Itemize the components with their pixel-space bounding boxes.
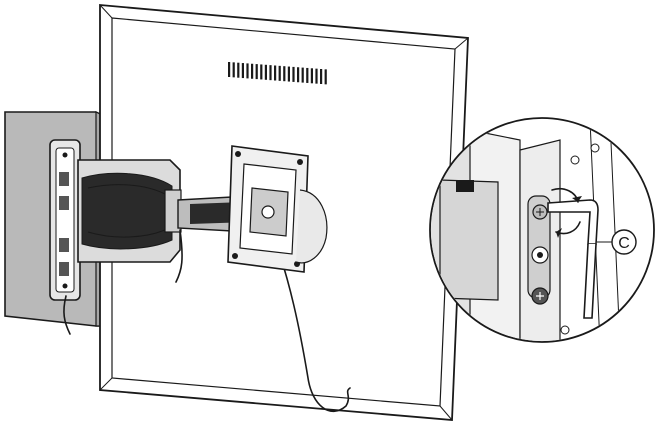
vent-slot [264,64,267,80]
vent-slot [301,67,304,83]
vent-slot [287,66,290,82]
vent-slot [297,67,300,83]
vent-slot [246,63,249,79]
vent-slot [241,63,244,79]
vent-slot [237,62,240,78]
vent-slot [228,62,231,77]
cable [63,229,351,413]
vent-slot [232,62,235,78]
vent-slot [324,69,327,85]
vent-slot [274,65,277,81]
vent-slot [278,65,281,81]
vent-slot [269,65,272,81]
vent-slot [251,63,254,79]
vent-slot [292,66,295,82]
vesa-bracket [227,145,328,273]
vent-slots [228,62,327,85]
vent-slot [320,69,323,84]
callout-c-label: C [618,235,630,252]
vent-slot [255,64,258,80]
vent-slot [306,67,309,83]
vent-slot [310,68,313,84]
vent-slot [283,66,286,82]
vent-slot [315,68,318,84]
hex-key [547,187,599,319]
vent-slot [260,64,263,80]
callout-c: C [597,229,637,255]
wall-plate [49,139,81,301]
